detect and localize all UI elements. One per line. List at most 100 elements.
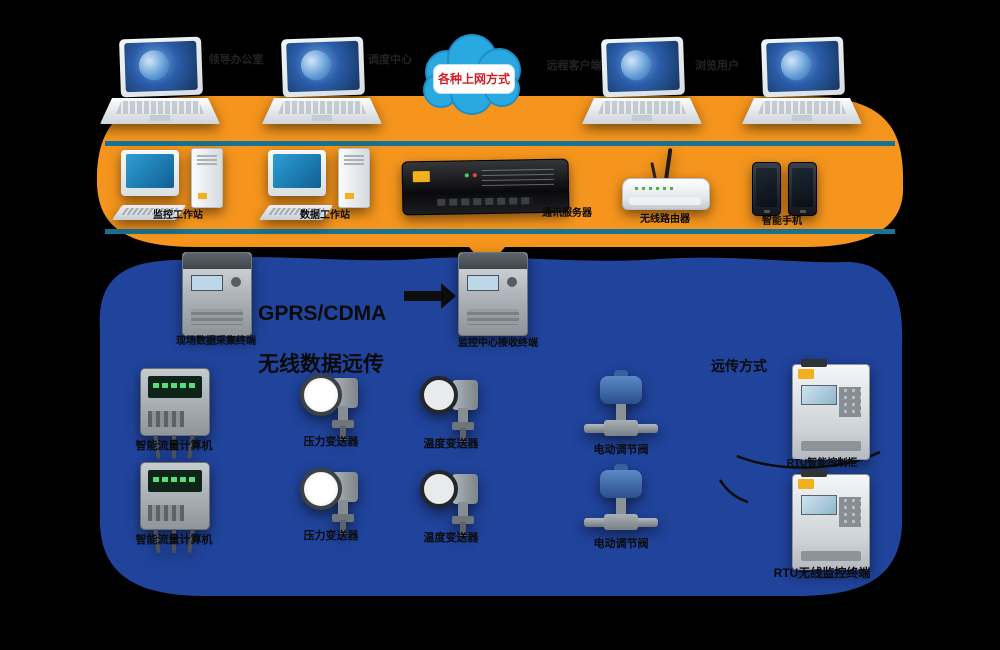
gauge-icon [420, 470, 458, 508]
smartphone-1 [752, 162, 781, 216]
collector-right-label: 监控中心接收终端 [458, 338, 538, 349]
workstation-label-1: 监控工作站 [153, 210, 203, 221]
uplink-title: GPRS/CDMA 无线数据远传 [258, 302, 387, 376]
temperature-transmitter-1 [420, 374, 482, 442]
pressure-transmitter-2 [300, 466, 362, 534]
bus-line-bottom [105, 229, 895, 234]
laptop-3 [582, 36, 702, 126]
laptop-label-4: 浏览用户 [695, 60, 739, 72]
internet-access-label: 各种上网方式 [433, 64, 515, 94]
workstation-2 [258, 148, 384, 220]
data-collector-right [458, 252, 528, 336]
laptop-display [286, 40, 360, 93]
laptop-label-2: 调度中心 [368, 54, 412, 66]
phones-label: 智能手机 [762, 216, 802, 227]
monitor-screen [273, 154, 321, 188]
row2-label-3: 温度变送器 [423, 532, 479, 544]
device-display [148, 376, 202, 398]
device-display [148, 470, 202, 492]
status-led-red [472, 173, 477, 178]
flow-computer-1 [140, 368, 210, 460]
laptop-keyboard [100, 98, 220, 124]
data-collector-left [182, 252, 252, 336]
laptop-keyboard [582, 98, 702, 124]
laptop-1 [100, 36, 220, 126]
router-leds [635, 187, 675, 190]
collector-knob [231, 277, 241, 287]
gauge-icon [420, 376, 458, 414]
laptop-keyboard [262, 98, 382, 124]
laptop-screen [119, 36, 203, 98]
device-keypad [148, 411, 184, 427]
laptop-4 [742, 36, 862, 126]
globe-icon [620, 49, 652, 81]
row2-label-2: 压力变送器 [303, 530, 359, 542]
laptop-display [606, 40, 680, 93]
laptop-label-3: 远程客户端 [546, 60, 602, 72]
rtu-cabinet-2 [792, 469, 870, 570]
status-led-green [464, 173, 469, 178]
cabinet-antenna-base [801, 469, 827, 477]
flow-computer-2 [140, 462, 210, 554]
server-ports [437, 197, 534, 206]
server-label-text [481, 168, 554, 188]
smartphones [752, 162, 817, 216]
control-valve-2 [584, 464, 658, 536]
cabinet-screen [801, 385, 837, 405]
actuator-motor [600, 470, 642, 498]
rtu-cabinet-1 [792, 359, 870, 460]
cabinet-screen [801, 495, 837, 515]
workstation-1 [111, 148, 237, 220]
cable-curve-2 [718, 479, 749, 504]
globe-icon [138, 49, 170, 81]
router-label: 无线路由器 [640, 214, 690, 225]
row1-label-2: 压力变送器 [303, 436, 359, 448]
wireless-router [622, 148, 710, 214]
device-keypad [148, 505, 184, 521]
router-body [622, 178, 710, 210]
brand-logo-icon [412, 170, 430, 183]
monitor [268, 150, 326, 196]
laptop-2 [262, 36, 382, 126]
collector-knob [507, 277, 517, 287]
cabinet-keypad [839, 387, 861, 417]
pc-tower [338, 148, 370, 208]
row2-label-1: 智能流量计算机 [135, 534, 213, 546]
cable [172, 529, 176, 553]
row1-label-4: 电动调节阀 [593, 444, 649, 456]
collector-left-label: 现场数据采集终端 [176, 336, 256, 347]
brand-logo-icon [198, 193, 207, 199]
phone-screen [792, 168, 813, 207]
pc-tower [191, 148, 223, 208]
collector-screen [191, 275, 223, 291]
home-button-icon [763, 210, 770, 213]
field-band [99, 257, 903, 596]
laptop-display [766, 40, 840, 93]
row1-label-3: 温度变送器 [423, 438, 479, 450]
cabinet-antenna-base [801, 359, 827, 367]
laptop-label-1: 领导办公室 [208, 54, 264, 66]
cabinet-keypad [839, 497, 861, 527]
phone-screen [756, 168, 777, 207]
rtu-label-1: RTU智能控制柜 [786, 458, 858, 469]
rtu-label-2: RTU无线监控终端 [773, 566, 871, 580]
smartphone-2 [788, 162, 817, 216]
brand-logo-icon [798, 479, 814, 489]
control-valve-1 [584, 370, 658, 442]
server-label: 通讯服务器 [542, 208, 592, 219]
laptop-display [124, 40, 198, 93]
monitor-screen [126, 154, 174, 188]
bus-line-top [105, 141, 895, 146]
brand-logo-icon [345, 193, 354, 199]
row2-label-4: 电动调节阀 [593, 538, 649, 550]
brand-logo-icon [798, 369, 814, 379]
temperature-transmitter-2 [420, 468, 482, 536]
laptop-screen [761, 36, 845, 98]
dataflow-arrow-icon [404, 283, 456, 309]
section-note: 远传方式 [711, 358, 767, 374]
home-button-icon [799, 210, 806, 213]
pressure-transmitter-1 [300, 372, 362, 440]
globe-icon [780, 49, 812, 81]
workstation-label-2: 数据工作站 [300, 210, 350, 221]
